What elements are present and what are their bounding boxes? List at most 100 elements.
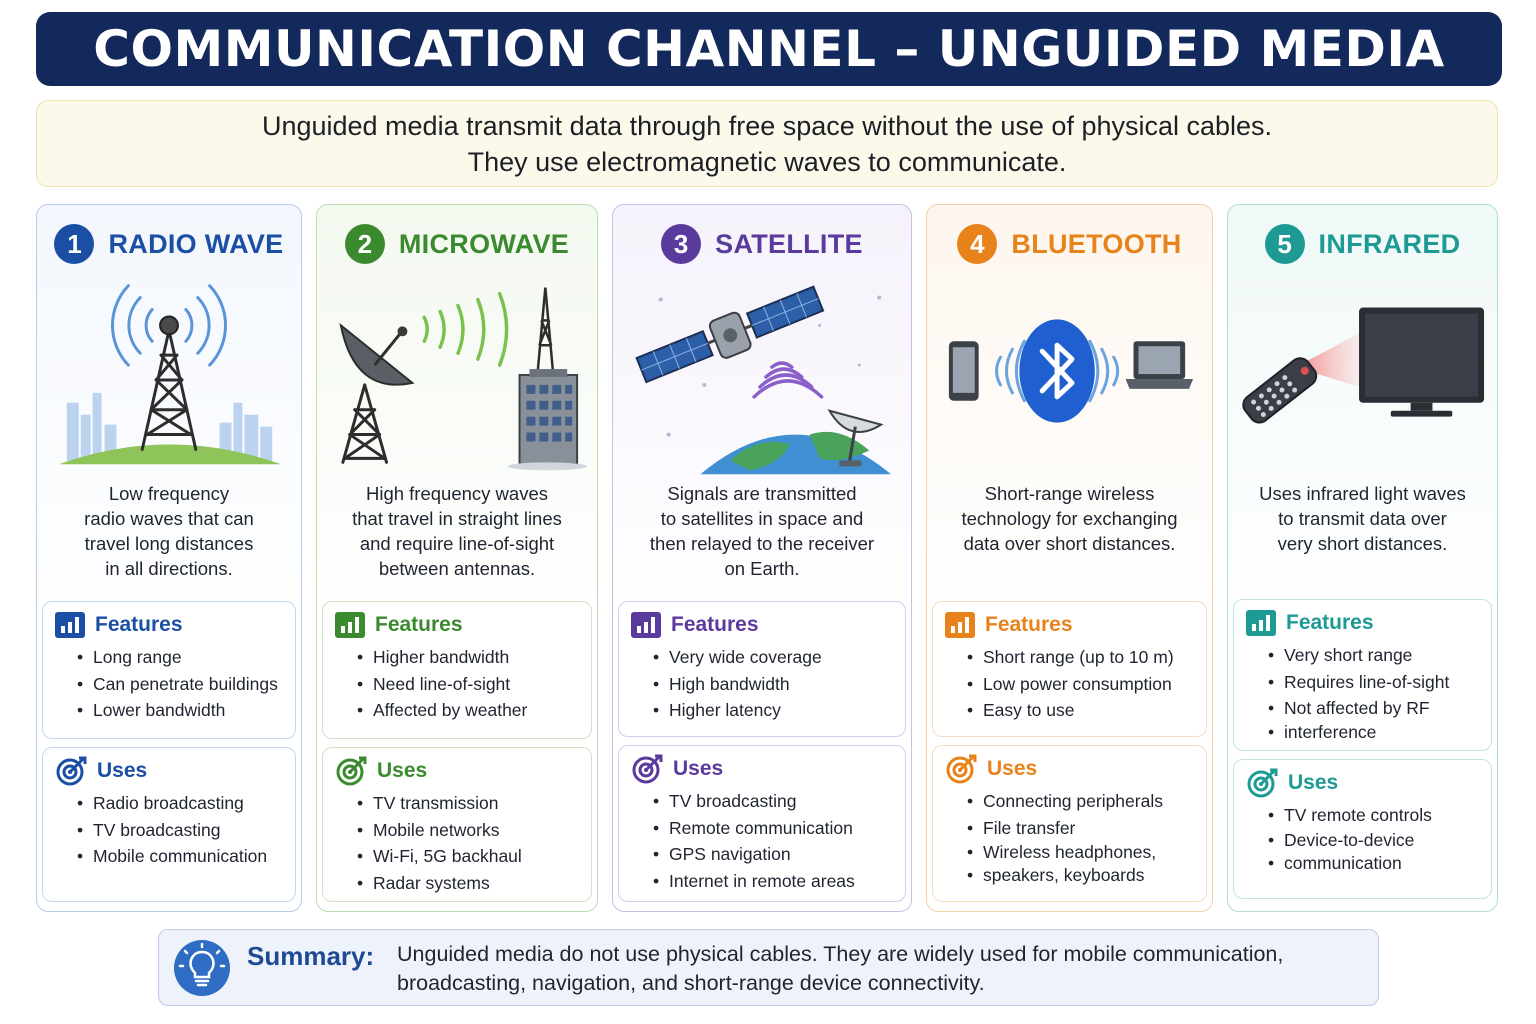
- card-header: 5 INFRARED: [1228, 223, 1497, 265]
- infrared-illustration: [1236, 275, 1489, 475]
- list-item: Remote communication: [653, 815, 905, 842]
- summary-line-1: Unguided media do not use physical cable…: [397, 942, 1284, 966]
- intro-panel: Unguided media transmit data through fre…: [36, 100, 1498, 187]
- card-microwave: 2 MICROWAVE: [316, 204, 598, 912]
- uses-box: Uses Radio broadcasting TV broadcasting …: [42, 747, 296, 902]
- list-item: Not affected by RF: [1268, 695, 1491, 722]
- features-label: Features: [671, 613, 759, 636]
- card-satellite: 3 SATELLITE: [612, 204, 912, 912]
- desc-line: that travel in straight lines: [352, 508, 562, 529]
- features-list: Very wide coverage High bandwidth Higher…: [653, 644, 905, 724]
- uses-box: Uses TV transmission Mobile networks Wi-…: [322, 747, 592, 902]
- intro-line-1: Unguided media transmit data through fre…: [261, 110, 1273, 141]
- features-box: Features Short range (up to 10 m) Low po…: [932, 601, 1207, 737]
- card-infrared: 5 INFRARED: [1227, 204, 1498, 912]
- list-item: speakers, keyboards: [967, 864, 1206, 887]
- desc-line: technology for exchanging: [961, 508, 1178, 529]
- uses-header: Uses: [631, 754, 905, 784]
- list-item: Wireless headphones,: [967, 841, 1206, 864]
- card-description: Short-range wireless technology for exch…: [935, 481, 1204, 556]
- number-badge: 2: [344, 224, 385, 264]
- uses-label: Uses: [673, 757, 724, 780]
- list-item: interference: [1268, 722, 1491, 742]
- list-item: Low power consumption: [967, 671, 1206, 698]
- tv-remote-icon: [1242, 307, 1485, 424]
- list-item: Requires line-of-sight: [1268, 669, 1491, 696]
- card-title: MICROWAVE: [398, 228, 570, 259]
- desc-line: Uses infrared light waves: [1259, 483, 1466, 504]
- card-description: Low frequency radio waves that can trave…: [45, 481, 293, 581]
- card-title: SATELLITE: [715, 228, 863, 259]
- bar-chart-icon: [55, 612, 85, 638]
- list-item: Long range: [77, 644, 295, 671]
- uses-box: Uses TV broadcasting Remote communicatio…: [618, 745, 906, 902]
- card-description: Signals are transmitted to satellites in…: [621, 481, 903, 581]
- list-item: TV remote controls: [1268, 802, 1491, 829]
- card-bluetooth: 4 BLUETOOTH Short-range wireless technol…: [926, 204, 1213, 912]
- number-badge: 3: [661, 224, 702, 264]
- title-banner: COMMUNICATION CHANNEL – UNGUIDED MEDIA: [36, 12, 1502, 86]
- card-title: BLUETOOTH: [1011, 228, 1182, 259]
- dish-antenna-icon: [339, 287, 588, 471]
- list-item: Can penetrate buildings: [77, 671, 295, 698]
- card-title: RADIO WAVE: [108, 228, 284, 259]
- desc-line: High frequency waves: [365, 483, 548, 504]
- list-item: TV broadcasting: [77, 817, 295, 844]
- features-box: Features Long range Can penetrate buildi…: [42, 601, 296, 739]
- list-item: High bandwidth: [653, 671, 905, 698]
- uses-header: Uses: [1246, 768, 1491, 798]
- intro-line-2: They use electromagnetic waves to commun…: [467, 146, 1067, 177]
- uses-box: Uses Connecting peripherals File transfe…: [932, 745, 1207, 902]
- summary-panel: Summary: Unguided media do not use physi…: [158, 929, 1379, 1006]
- bluetooth-illustration: [935, 275, 1204, 475]
- bar-chart-icon: [631, 612, 661, 638]
- summary-line-2: broadcasting, navigation, and short-rang…: [397, 971, 985, 995]
- uses-header: Uses: [55, 756, 295, 786]
- summary-text: Unguided media do not use physical cable…: [397, 940, 1283, 998]
- features-label: Features: [95, 613, 183, 636]
- bar-chart-icon: [1246, 610, 1276, 636]
- desc-line: Signals are transmitted: [667, 483, 857, 504]
- uses-list: TV transmission Mobile networks Wi-Fi, 5…: [357, 790, 591, 896]
- list-item: Mobile communication: [77, 843, 295, 870]
- target-icon: [56, 756, 87, 786]
- features-header: Features: [1246, 610, 1491, 636]
- page-title: COMMUNICATION CHANNEL – UNGUIDED MEDIA: [93, 20, 1445, 78]
- list-item: Need line-of-sight: [357, 671, 591, 698]
- satellite-illustration: [621, 275, 903, 475]
- list-item: Internet in remote areas: [653, 868, 905, 895]
- number-badge: 5: [1264, 224, 1305, 264]
- desc-line: Low frequency: [108, 483, 230, 504]
- uses-label: Uses: [1288, 771, 1339, 794]
- list-item: Higher bandwidth: [357, 644, 591, 671]
- desc-line: to satellites in space and: [660, 508, 864, 529]
- number-badge: 1: [54, 224, 95, 264]
- card-radio-wave: 1 RADIO WAVE: [36, 204, 302, 912]
- features-header: Features: [55, 612, 295, 638]
- target-icon: [632, 754, 663, 784]
- uses-list: Connecting peripherals File transfer Wir…: [967, 788, 1206, 887]
- list-item: TV transmission: [357, 790, 591, 817]
- list-item: Connecting peripherals: [967, 788, 1206, 815]
- list-item: Short range (up to 10 m): [967, 644, 1206, 671]
- list-item: Mobile networks: [357, 817, 591, 844]
- list-item: communication: [1268, 852, 1491, 875]
- features-list: Higher bandwidth Need line-of-sight Affe…: [357, 644, 591, 724]
- card-description: Uses infrared light waves to transmit da…: [1236, 481, 1489, 556]
- desc-line: between antennas.: [378, 558, 536, 579]
- target-icon: [1247, 768, 1278, 798]
- desc-line: in all directions.: [105, 558, 233, 579]
- uses-box: Uses TV remote controls Device-to-device…: [1233, 759, 1492, 899]
- lightbulb-icon: [174, 940, 230, 996]
- features-label: Features: [985, 613, 1073, 636]
- features-list: Long range Can penetrate buildings Lower…: [77, 644, 295, 724]
- desc-line: Short-range wireless: [984, 483, 1155, 504]
- uses-label: Uses: [97, 759, 148, 782]
- number-badge: 4: [957, 224, 998, 264]
- list-item: Wi-Fi, 5G backhaul: [357, 843, 591, 870]
- features-label: Features: [1286, 611, 1374, 634]
- desc-line: radio waves that can: [84, 508, 254, 529]
- desc-line: very short distances.: [1277, 533, 1448, 554]
- list-item: File transfer: [967, 815, 1206, 842]
- bar-chart-icon: [335, 612, 365, 638]
